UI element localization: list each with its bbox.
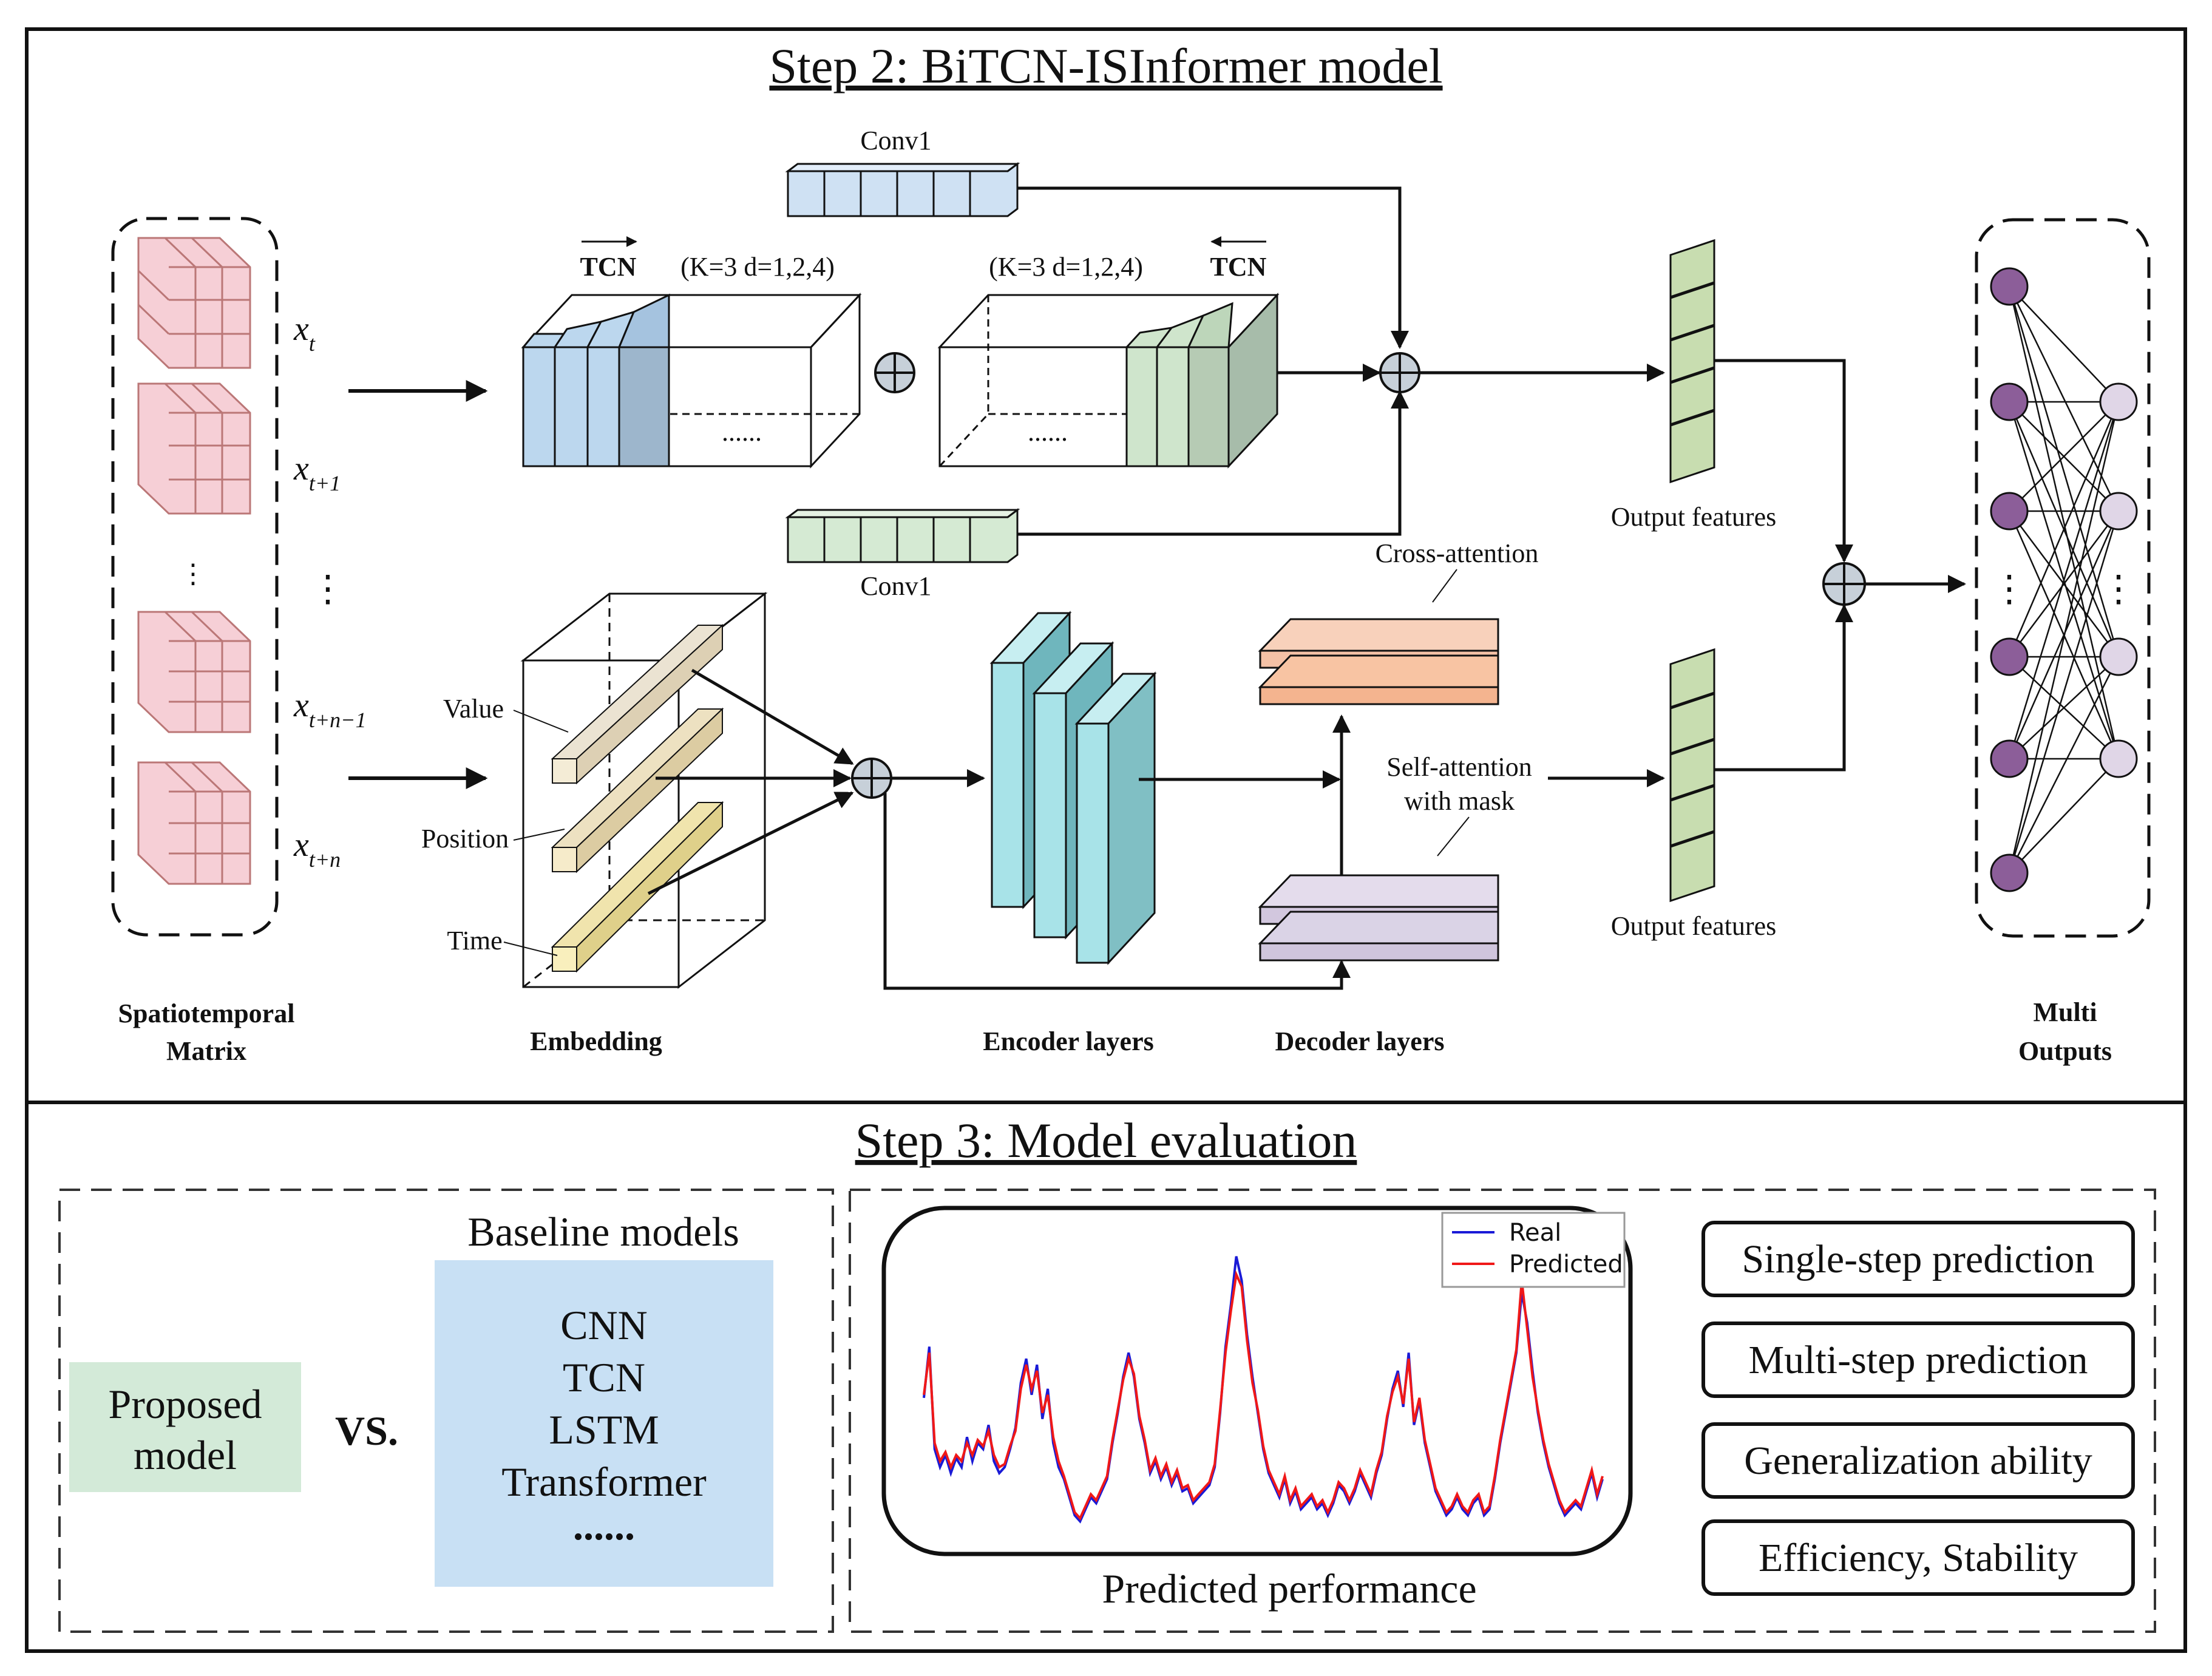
baseline-box — [435, 1260, 773, 1587]
input-grid-3 — [137, 611, 251, 733]
baseline-title: Baseline models — [467, 1209, 739, 1255]
conv1-top — [785, 162, 1020, 217]
criterion-box-3 — [1701, 1422, 2135, 1499]
comparison-panel — [58, 1189, 834, 1633]
final-sum-plus-icon — [1822, 562, 1866, 606]
embedding-position-label: Position — [421, 824, 509, 853]
outer-frame — [25, 27, 2187, 1653]
arrow-conv1-bottom — [1017, 390, 1409, 536]
conv1-top-label: Conv1 — [860, 126, 931, 155]
proposed-label-2: model — [134, 1432, 237, 1478]
decoder-caption: Decoder layers — [1275, 1026, 1445, 1056]
label-xt1: xt+1 — [293, 450, 341, 495]
performance-chart — [923, 1256, 1604, 1524]
vs-label: VS. — [335, 1408, 398, 1454]
arrow-value-to-plus — [691, 668, 854, 765]
tcn-forward-params: (K=3 d=1,2,4) — [680, 252, 835, 282]
label-xtn1: xt+n−1 — [293, 687, 366, 732]
input-grid-1 — [137, 237, 251, 369]
embedding-caption: Embedding — [530, 1026, 662, 1056]
cross-attention-layers — [1258, 618, 1499, 705]
criterion-single-step: Single-step prediction — [1742, 1237, 2094, 1281]
step2-title: Step 2: BiTCN-ISInformer model — [769, 38, 1442, 93]
arrow-bottom-to-final-sum — [1714, 604, 1853, 772]
proposed-label-1: Proposed — [108, 1381, 262, 1427]
criterion-generalization: Generalization ability — [1744, 1439, 2092, 1483]
baseline-transformer: Transformer — [501, 1459, 707, 1505]
step3-title: Step 3: Model evaluation — [855, 1113, 1357, 1168]
spatiotemporal-caption-2: Matrix — [166, 1036, 246, 1066]
criterion-box-4 — [1701, 1519, 2135, 1596]
network-dots-left: ⋮ — [1991, 569, 2027, 609]
encoder-layers — [989, 611, 1157, 965]
baseline-cnn: CNN — [560, 1302, 648, 1348]
chart-legend: Real Predicted — [1441, 1212, 1626, 1288]
cross-pointer — [1432, 569, 1457, 603]
spatiotemporal-caption-1: Spatiotemporal — [118, 999, 295, 1028]
label-dots: ⋮ — [310, 569, 346, 609]
tcn-backward-block — [937, 293, 1280, 469]
baseline-lstm: LSTM — [549, 1406, 659, 1453]
criterion-box-1 — [1701, 1221, 2135, 1297]
evaluation-panel — [849, 1189, 2156, 1633]
time-pointer — [503, 941, 558, 956]
legend-predicted: Predicted — [1509, 1250, 1623, 1278]
multi-output-network: ⋮ ⋮ — [1975, 218, 2151, 938]
self-attention-label-2: with mask — [1404, 786, 1515, 816]
criterion-efficiency: Efficiency, Stability — [1759, 1536, 2078, 1580]
arrow-conv1-top — [1017, 186, 1409, 349]
tcn-backward-dots: ...... — [1028, 417, 1068, 447]
cross-attention-label: Cross-attention — [1376, 538, 1539, 568]
baseline-more: ...... — [573, 1502, 635, 1549]
arrow-top-to-final-sum — [1714, 359, 1853, 563]
label-xtn: xt+n — [293, 826, 341, 872]
value-pointer — [513, 710, 569, 733]
output-features-top — [1669, 239, 1715, 484]
encoder-caption: Encoder layers — [983, 1026, 1154, 1056]
tcn-backward-params: (K=3 d=1,2,4) — [989, 252, 1143, 282]
outputs-caption-2: Outputs — [2018, 1036, 2112, 1066]
self-attention-layers — [1258, 874, 1499, 962]
performance-caption: Predicted performance — [1102, 1566, 1476, 1612]
input-dots: ⋮ — [180, 559, 206, 589]
baseline-tcn: TCN — [563, 1354, 645, 1400]
performance-chart-frame — [881, 1206, 1633, 1556]
position-pointer — [513, 829, 565, 841]
output-features-bottom — [1669, 648, 1715, 903]
tcn-forward-block — [521, 293, 862, 469]
arrow-time-to-plus — [647, 791, 854, 895]
criterion-box-2 — [1701, 1321, 2135, 1398]
self-attention-label-1: Self-attention — [1386, 752, 1532, 782]
arrow-skip-to-decoder — [883, 793, 1351, 990]
label-xt: xt — [293, 310, 316, 356]
embedding-value-label: Value — [443, 694, 504, 724]
self-pointer — [1437, 816, 1470, 857]
conv1-bottom-label: Conv1 — [860, 571, 931, 601]
network-dots-right: ⋮ — [2100, 569, 2137, 609]
criterion-multi-step: Multi-step prediction — [1748, 1338, 2088, 1382]
legend-real: Real — [1509, 1219, 1561, 1247]
tcn-forward-dots: ...... — [722, 417, 762, 447]
spatiotemporal-matrix: ⋮ — [111, 217, 279, 937]
tcn-sum-plus-icon — [1379, 352, 1420, 393]
input-grid-4 — [137, 761, 251, 885]
embedding-block — [520, 591, 768, 989]
output-features-bottom-label: Output features — [1611, 911, 1776, 941]
concat-plus-icon — [874, 352, 915, 393]
embedding-time-label: Time — [447, 926, 502, 955]
embedding-sum-plus-icon — [851, 758, 892, 799]
series-predicted-line — [923, 1270, 1604, 1521]
output-features-top-label: Output features — [1611, 502, 1776, 532]
conv1-bottom — [785, 508, 1020, 563]
tcn-forward-label: TCN — [580, 252, 637, 282]
outputs-caption-1: Multi — [2033, 997, 2097, 1027]
input-grid-2 — [137, 382, 251, 515]
proposed-model-box — [69, 1362, 301, 1492]
tcn-backward-label: TCN — [1210, 252, 1267, 282]
